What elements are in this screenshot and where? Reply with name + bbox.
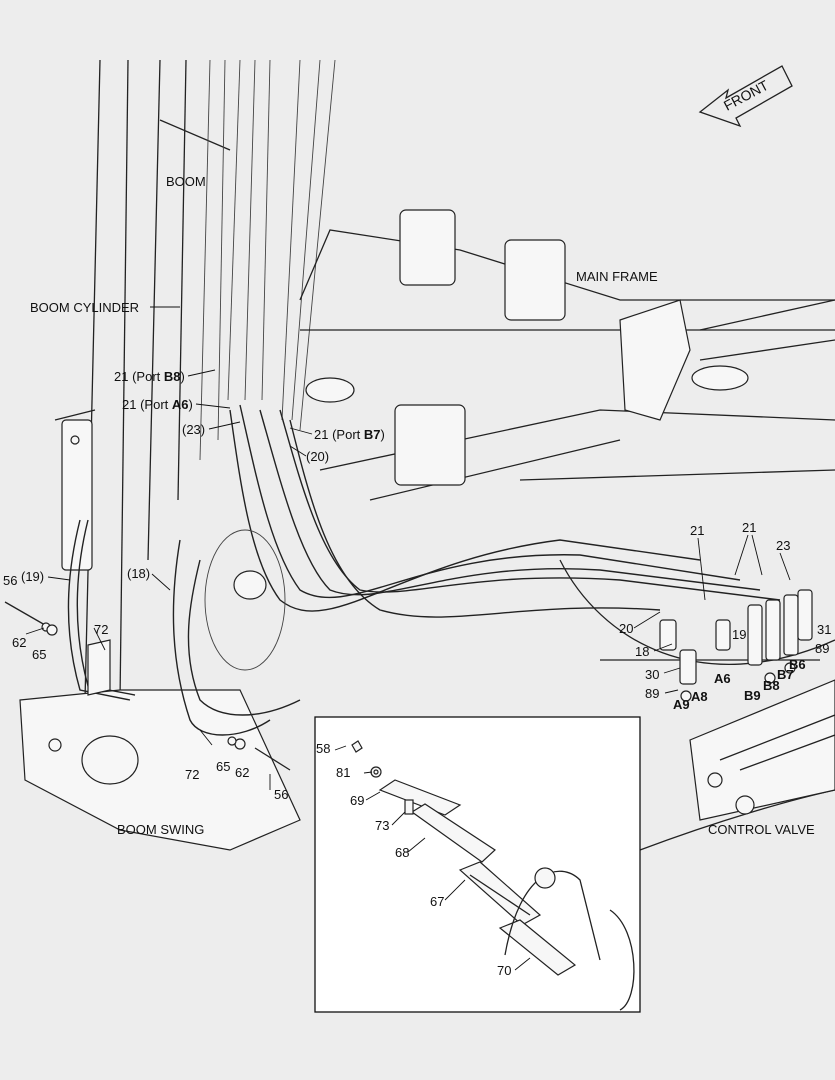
- port-b8: B8: [763, 678, 780, 693]
- callout-23-ref: (23): [182, 422, 205, 437]
- callout-19-right: 19: [732, 627, 746, 642]
- callout-72-bottom: 72: [185, 767, 199, 782]
- main-frame: [299, 209, 835, 851]
- boom-swing-bracket: [19, 689, 301, 851]
- callout-69: 69: [350, 793, 364, 808]
- callout-56-left: 56: [3, 573, 17, 588]
- callout-65-left: 65: [32, 647, 46, 662]
- callout-81: 81: [336, 765, 350, 780]
- callout-21-b: 21: [742, 520, 756, 535]
- detail-callouts: 58 81 69 73 68 67 70: [316, 741, 511, 978]
- callout-18-right: 18: [635, 644, 649, 659]
- hose-bundle: [67, 404, 781, 736]
- callout-73: 73: [375, 818, 389, 833]
- main-frame-label: MAIN FRAME: [576, 269, 658, 284]
- callout-21-a: 21: [690, 523, 704, 538]
- port-a9: A9: [673, 697, 690, 712]
- callout-30: 30: [645, 667, 659, 682]
- callout-65-bottom: 65: [216, 759, 230, 774]
- callout-21-port-a6: 21 (Port A6): [122, 397, 193, 412]
- callouts: (23) (20) (19) (18) 56 62 65 72 72 65 62…: [3, 422, 831, 802]
- callout-67: 67: [430, 894, 444, 909]
- callout-89-right: 89: [815, 641, 829, 656]
- front-label: FRONT: [721, 77, 771, 114]
- boom-swing-label: BOOM SWING: [117, 822, 204, 837]
- boom-label: BOOM: [166, 174, 206, 189]
- port-b6: B6: [789, 657, 806, 672]
- callout-20-right: 20: [619, 621, 633, 636]
- callout-20-ref: (20): [306, 449, 329, 464]
- callout-72-left: 72: [94, 622, 108, 637]
- boom-cylinder-label: BOOM CYLINDER: [30, 300, 139, 315]
- callout-19-ref: (19): [21, 569, 44, 584]
- callout-62-bottom: 62: [235, 765, 249, 780]
- left-clamp-parts: [4, 601, 291, 771]
- port-b7: B7: [777, 667, 794, 682]
- callout-70: 70: [497, 963, 511, 978]
- port-b9: B9: [744, 688, 761, 703]
- boom-structure: [84, 59, 336, 701]
- front-direction-arrow: FRONT: [698, 65, 793, 128]
- control-valve-fittings: [659, 589, 813, 702]
- callout-31: 31: [817, 622, 831, 637]
- port-a8: A8: [691, 689, 708, 704]
- detail-inset-panel: [314, 716, 641, 1013]
- callout-18-ref: (18): [127, 566, 150, 581]
- callout-58: 58: [316, 741, 330, 756]
- callout-21-port-b8: 21 (Port B8): [114, 369, 185, 384]
- callout-62-left: 62: [12, 635, 26, 650]
- leader-lines: [25, 306, 791, 971]
- callout-68: 68: [395, 845, 409, 860]
- callout-56-bottom: 56: [274, 787, 288, 802]
- callout-21-port-b7: 21 (Port B7): [314, 427, 385, 442]
- control-valve: [689, 679, 835, 821]
- port-a6: A6: [714, 671, 731, 686]
- callout-23-right: 23: [776, 538, 790, 553]
- callout-89-left: 89: [645, 686, 659, 701]
- control-valve-label: CONTROL VALVE: [708, 822, 815, 837]
